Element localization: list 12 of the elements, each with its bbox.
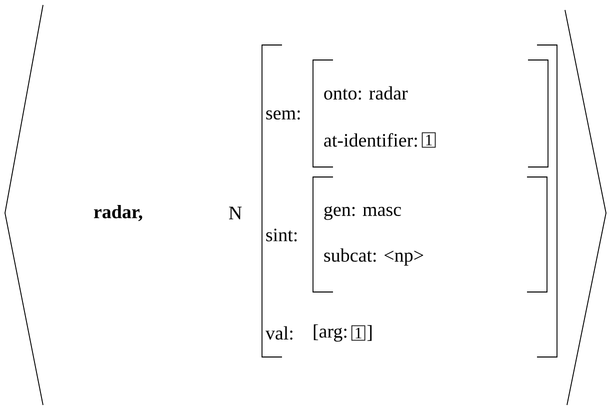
feature-value-text: onto: radar [324, 86, 408, 100]
feature-name: sint: [266, 228, 297, 242]
feature-name: sem: [266, 110, 300, 120]
headword: radar, [94, 204, 142, 222]
coindex-tag: 1 [422, 132, 436, 148]
feature-value-text: at-identifier: [324, 133, 417, 147]
feature-name: val: [265, 326, 292, 340]
category-text: N [229, 206, 242, 220]
coindex-tag: 1 [351, 325, 366, 341]
feature-value-text: subcat: <np> [324, 248, 424, 266]
feature-value-text: [arg: [314, 324, 346, 342]
feature-value-text: gen: masc [324, 206, 401, 220]
